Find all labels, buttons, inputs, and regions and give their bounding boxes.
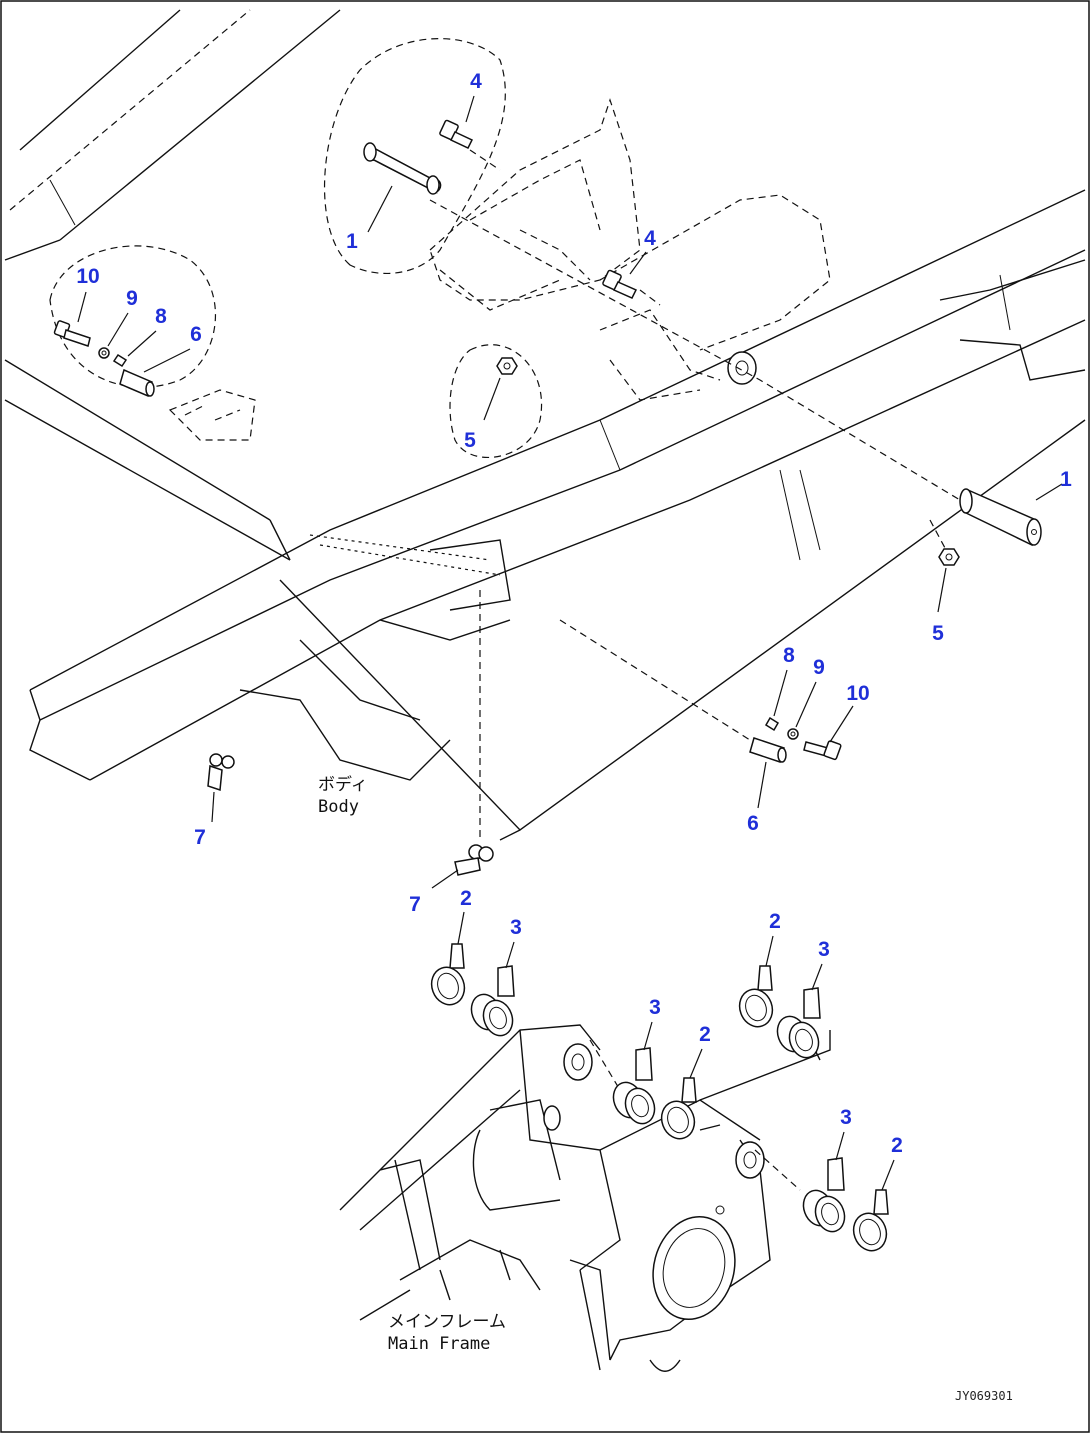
pin-axis-line	[429, 199, 961, 501]
callout-5: 5	[932, 622, 944, 645]
main-frame	[339, 1024, 831, 1372]
callout-2: 2	[769, 910, 781, 933]
body-upper-rails	[4, 9, 341, 561]
callout-1: 1	[1060, 468, 1072, 491]
callout-3: 3	[510, 916, 522, 939]
callout-9: 9	[813, 656, 825, 679]
drawing-id: JY069301	[955, 1389, 1013, 1403]
callout-3: 3	[818, 938, 830, 961]
callout-2: 2	[460, 887, 472, 910]
bushing-group-4	[802, 1157, 889, 1252]
bushing-group-2	[738, 965, 821, 1059]
callout-7: 7	[409, 893, 421, 916]
clamp-left	[207, 753, 235, 792]
callout-9: 9	[126, 287, 138, 310]
callout-8: 8	[783, 644, 795, 667]
leader-lines	[77, 95, 1063, 1191]
bushing-group-3	[612, 1047, 697, 1140]
bushing-group-1	[430, 943, 515, 1037]
body-label-en: Body	[318, 797, 359, 817]
nut-upper	[496, 357, 518, 375]
callout-2: 2	[699, 1023, 711, 1046]
detail-outline-nut	[449, 344, 543, 458]
body-label-jp: ボディ	[318, 774, 368, 795]
callout-3: 3	[840, 1106, 852, 1129]
callout-4: 4	[470, 70, 482, 93]
callout-5: 5	[464, 429, 476, 452]
left-fastener-group	[53, 320, 256, 441]
pin-right	[959, 488, 1042, 547]
body-cross-member	[239, 534, 511, 840]
main-frame-label-en: Main Frame	[388, 1334, 490, 1354]
bolt-axis-line-mid	[639, 289, 661, 306]
callout-2: 2	[891, 1134, 903, 1157]
bolt-mid	[602, 269, 638, 299]
detail-outline-left	[49, 245, 216, 388]
callout-6: 6	[747, 812, 759, 835]
callout-10: 10	[76, 265, 99, 288]
bolt-upper	[439, 119, 474, 149]
callout-6: 6	[190, 323, 202, 346]
main-frame-label-jp: メインフレーム	[388, 1312, 506, 1332]
callout-4: 4	[644, 227, 656, 250]
callout-10: 10	[846, 682, 869, 705]
nut-right	[929, 519, 960, 566]
callout-3: 3	[649, 996, 661, 1019]
callout-8: 8	[155, 305, 167, 328]
bolt-axis-line-upper	[469, 149, 501, 171]
pin-upper	[363, 142, 442, 195]
right-fastener-group	[559, 619, 842, 763]
body-beam	[29, 189, 1086, 841]
detail-outline-pin	[323, 38, 506, 275]
clamp-center	[454, 844, 494, 876]
callout-1: 1	[346, 230, 358, 253]
callout-7: 7	[194, 826, 206, 849]
hinge-bracket-upper	[429, 98, 831, 401]
